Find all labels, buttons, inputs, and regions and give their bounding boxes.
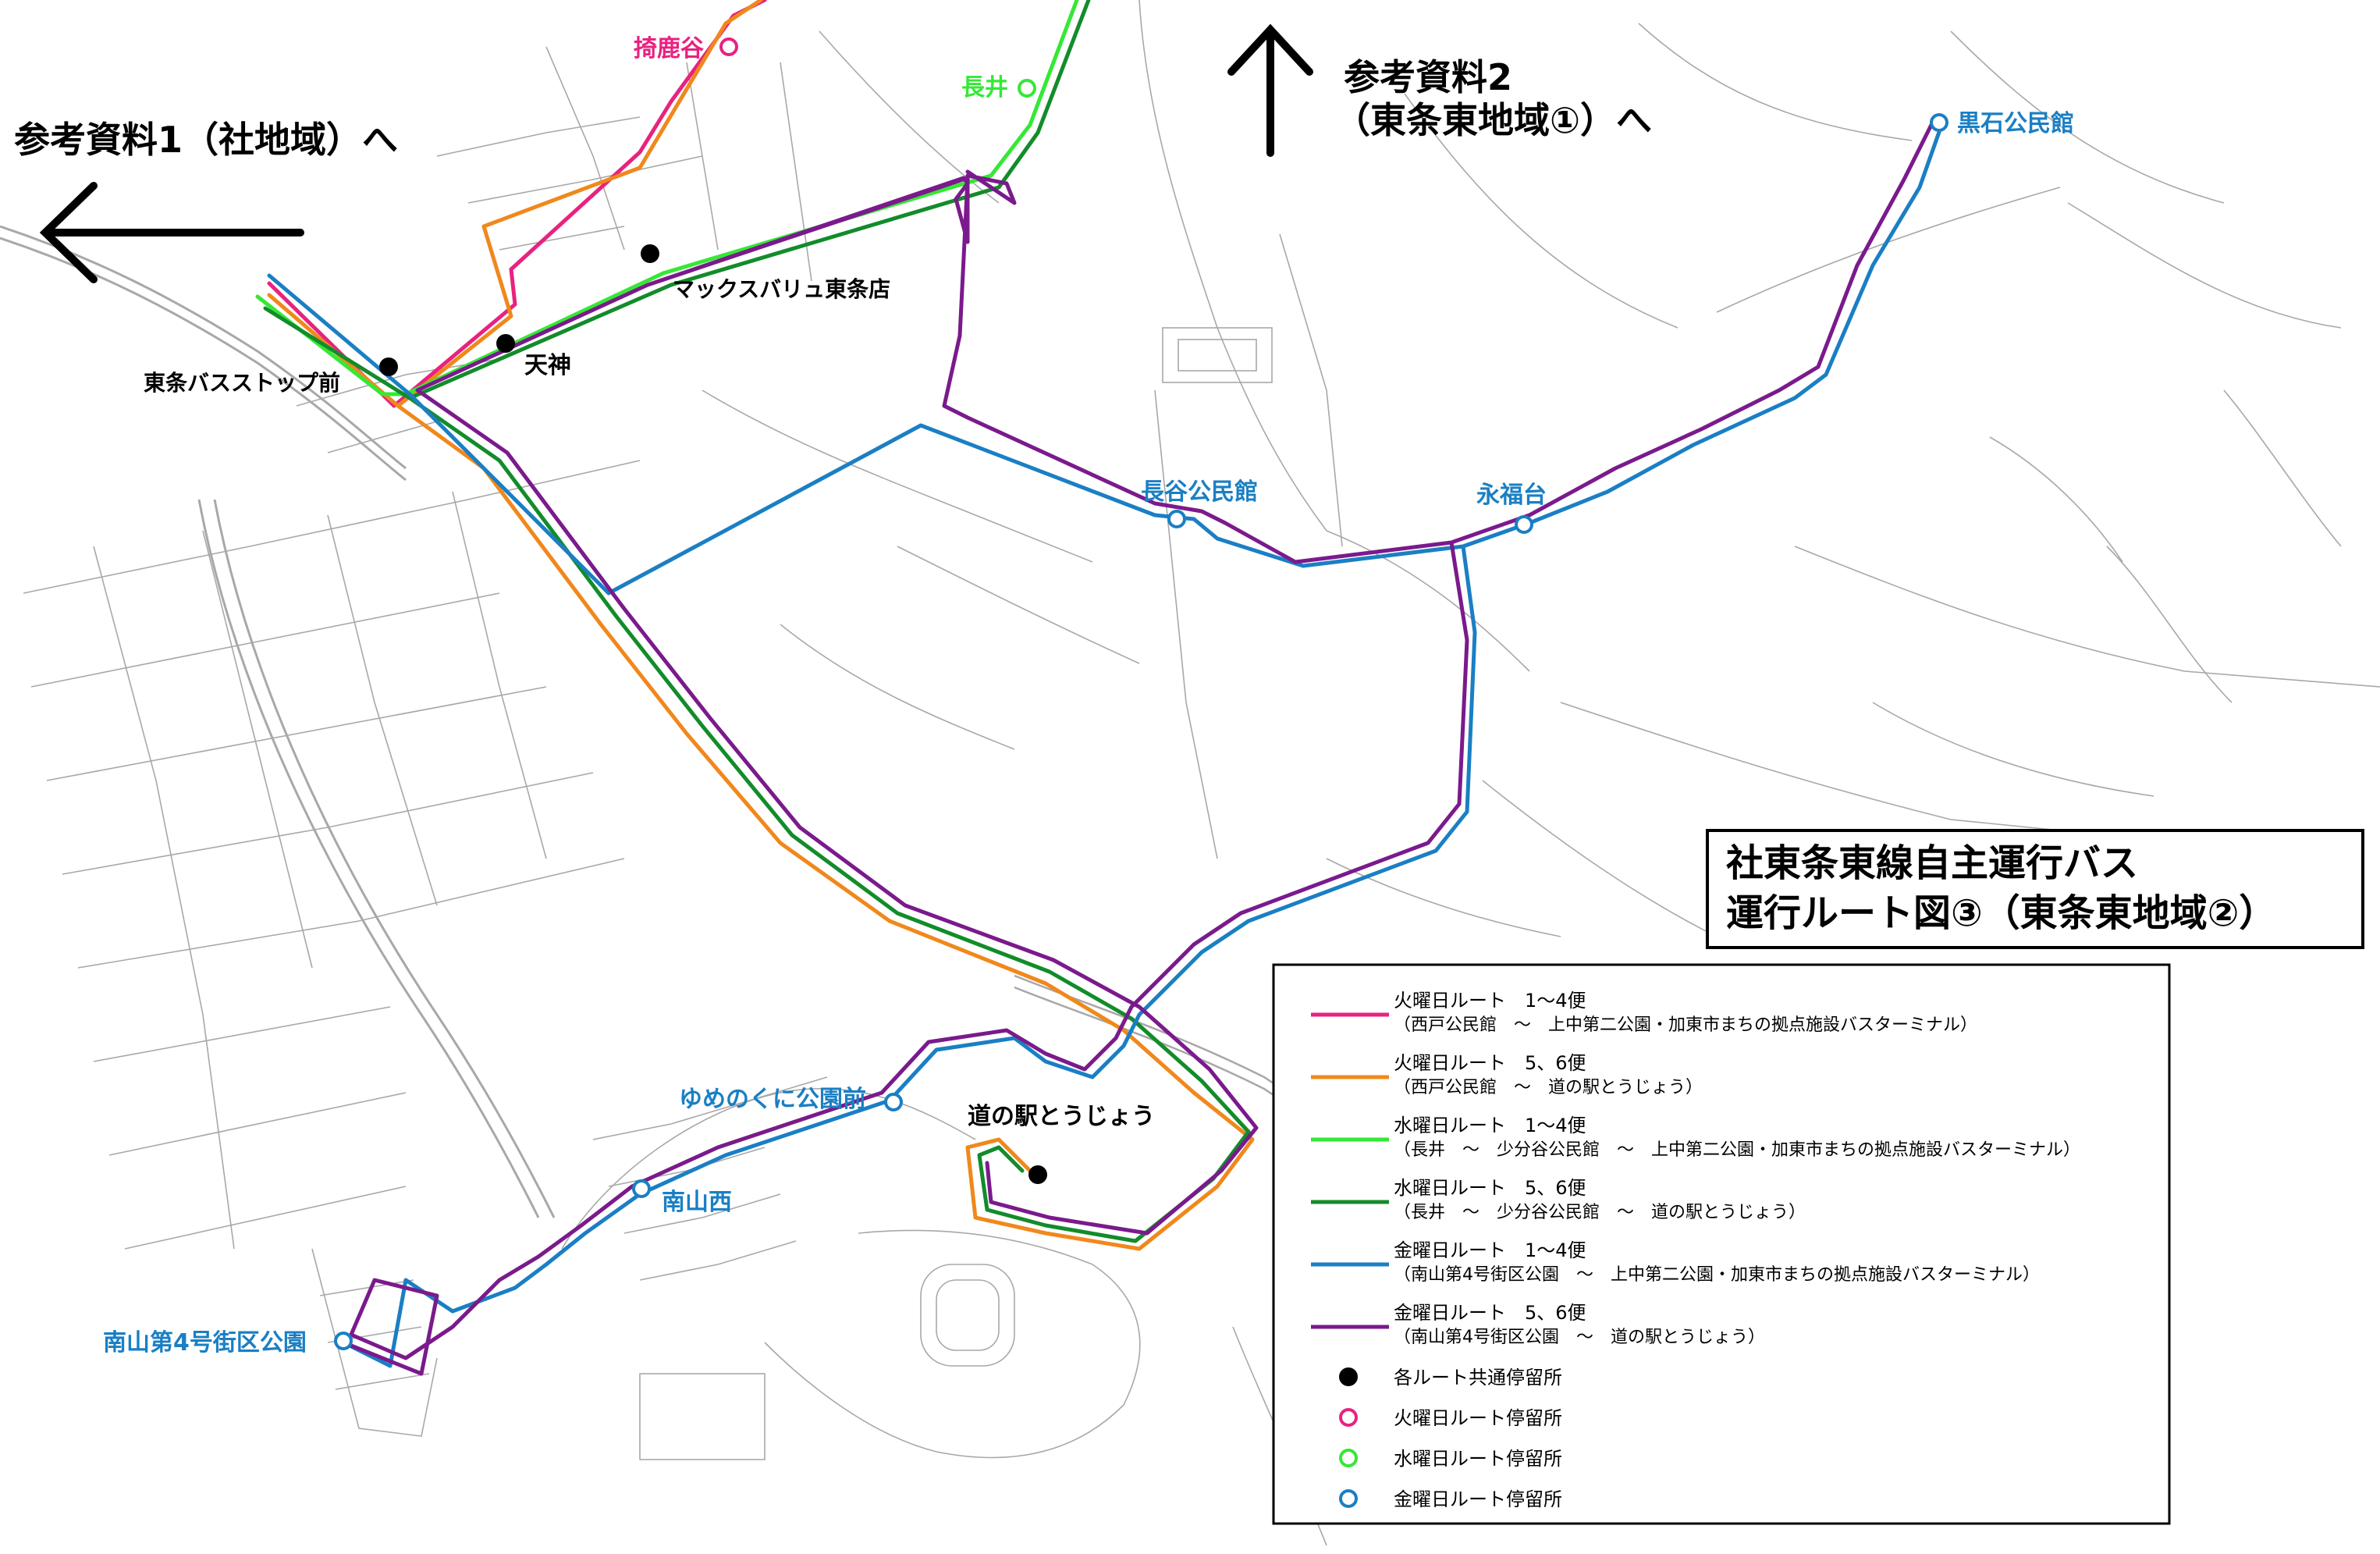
stop-label-hasedani: 長谷公民館 <box>1141 478 1258 506</box>
route-friday-1-4 <box>267 119 1945 1368</box>
legend-marker-label-wed: 水曜日ルート停留所 <box>1394 1448 1562 1470</box>
stop-label-tojo-bus: 東条バスストップ前 <box>144 370 340 396</box>
legend-marker-label-fri: 金曜日ルート停留所 <box>1394 1488 1562 1510</box>
legend-route-title-4: 金曜日ルート 1～4便 <box>1394 1239 1586 1261</box>
legend-route-sub-5: （南山第4号街区公園 ～ 道の駅とうじょう） <box>1394 1328 1765 1347</box>
legend-route-title-2: 水曜日ルート 1～4便 <box>1394 1115 1586 1136</box>
legend-route-sub-3: （長井 ～ 少分谷公民館 ～ 道の駅とうじょう） <box>1394 1203 1806 1222</box>
direction-arrows <box>39 23 1313 283</box>
stop-label-sashikadani: 掎鹿谷 <box>634 35 704 62</box>
legend-marker-icon-common <box>1339 1367 1358 1386</box>
legend-route-title-0: 火曜日ルート 1～4便 <box>1394 990 1586 1012</box>
stops <box>334 37 1948 1350</box>
legend-route-sub-0: （西戸公民館 ～ 上中第二公園・加東市まちの拠点施設バスターミナル） <box>1394 1015 1977 1035</box>
stop-label-eifukudai: 永福台 <box>1476 482 1547 509</box>
ref1-label[interactable]: 参考資料1（社地域）へ <box>14 119 398 161</box>
route-friday-5-6 <box>341 115 1938 1376</box>
stop-friday-minamiyama4[interactable] <box>334 1332 353 1350</box>
stop-label-tenjin: 天神 <box>524 352 571 379</box>
title-line2: 運行ルート図③（東条東地域②） <box>1726 891 2276 935</box>
legend-marker-icon-tue <box>1339 1408 1358 1427</box>
legend-route-title-3: 水曜日ルート 5、6便 <box>1394 1177 1586 1199</box>
legend-marker-icon-wed <box>1339 1449 1358 1467</box>
ref2-label-line1[interactable]: 参考資料2 <box>1344 56 1512 98</box>
stop-wednesday-nagai[interactable] <box>1018 79 1036 98</box>
legend-route-title-5: 金曜日ルート 5、6便 <box>1394 1302 1586 1324</box>
stop-common-tojo-bus[interactable] <box>379 357 398 376</box>
stop-label-yumenokuni: ゆめのくに公園前 <box>679 1086 866 1113</box>
legend-route-sub-4: （南山第4号街区公園 ～ 上中第二公園・加東市まちの拠点施設バスターミナル） <box>1394 1265 2040 1285</box>
routes <box>255 0 1945 1376</box>
legend-marker-label-common: 各ルート共通停留所 <box>1394 1367 1562 1389</box>
legend-marker-icon-fri <box>1339 1489 1358 1508</box>
stop-friday-kuroishi[interactable] <box>1930 113 1948 132</box>
ref2-label-line2[interactable]: （東条東地域①）へ <box>1334 99 1652 141</box>
arrow-left-icon <box>39 182 304 283</box>
stop-common-tenjin[interactable] <box>496 334 515 353</box>
stop-friday-eifukudai[interactable] <box>1515 515 1533 534</box>
stop-label-maxvalu: マックスバリュ東条店 <box>673 276 890 302</box>
stop-common-michinoeki[interactable] <box>1028 1165 1047 1184</box>
stop-label-minamiyama4: 南山第4号街区公園 <box>103 1329 307 1357</box>
stop-tuesday-sashikadani[interactable] <box>719 37 738 56</box>
title-box: 社東条東線自主運行バス 運行ルート図③（東条東地域②） <box>1706 829 2364 949</box>
arrow-up-icon <box>1227 23 1313 157</box>
legend-route-sub-1: （西戸公民館 ～ 道の駅とうじょう） <box>1394 1078 1703 1097</box>
stop-friday-yumenokuni[interactable] <box>884 1093 903 1111</box>
stop-label-minamiyama-nishi: 南山西 <box>662 1189 732 1216</box>
route-wednesday-5-6 <box>263 0 1251 1243</box>
legend: 火曜日ルート 1～4便 （西戸公民館 ～ 上中第二公園・加東市まちの拠点施設バスタ… <box>1272 963 2171 1525</box>
title-line1: 社東条東線自主運行バス <box>1726 841 2138 885</box>
legend-marker-label-tue: 火曜日ルート停留所 <box>1394 1407 1562 1429</box>
stop-friday-minamiyama-nishi[interactable] <box>632 1179 651 1198</box>
legend-route-title-1: 火曜日ルート 5、6便 <box>1394 1052 1586 1074</box>
legend-routes: 火曜日ルート 1～4便 （西戸公民館 ～ 上中第二公園・加東市まちの拠点施設バスタ… <box>1311 990 2080 1347</box>
stop-label-nagai: 長井 <box>961 74 1008 101</box>
stop-friday-hasedani[interactable] <box>1167 510 1186 528</box>
map-labels: 参考資料1（社地域）へ 参考資料2 （東条東地域①）へ 掎鹿谷 長井 黒石公民館… <box>14 35 2074 1357</box>
route-wednesday-1-4 <box>255 0 1079 397</box>
stop-common-maxvalu[interactable] <box>641 244 659 263</box>
route-tuesday-5-6 <box>267 0 1255 1251</box>
stop-label-michinoeki: 道の駅とうじょう <box>968 1103 1155 1130</box>
stop-label-kuroishi: 黒石公民館 <box>1957 110 2074 137</box>
legend-route-sub-2: （長井 ～ 少分谷公民館 ～ 上中第二公園・加東市まちの拠点施設バスターミナル） <box>1394 1140 2080 1160</box>
